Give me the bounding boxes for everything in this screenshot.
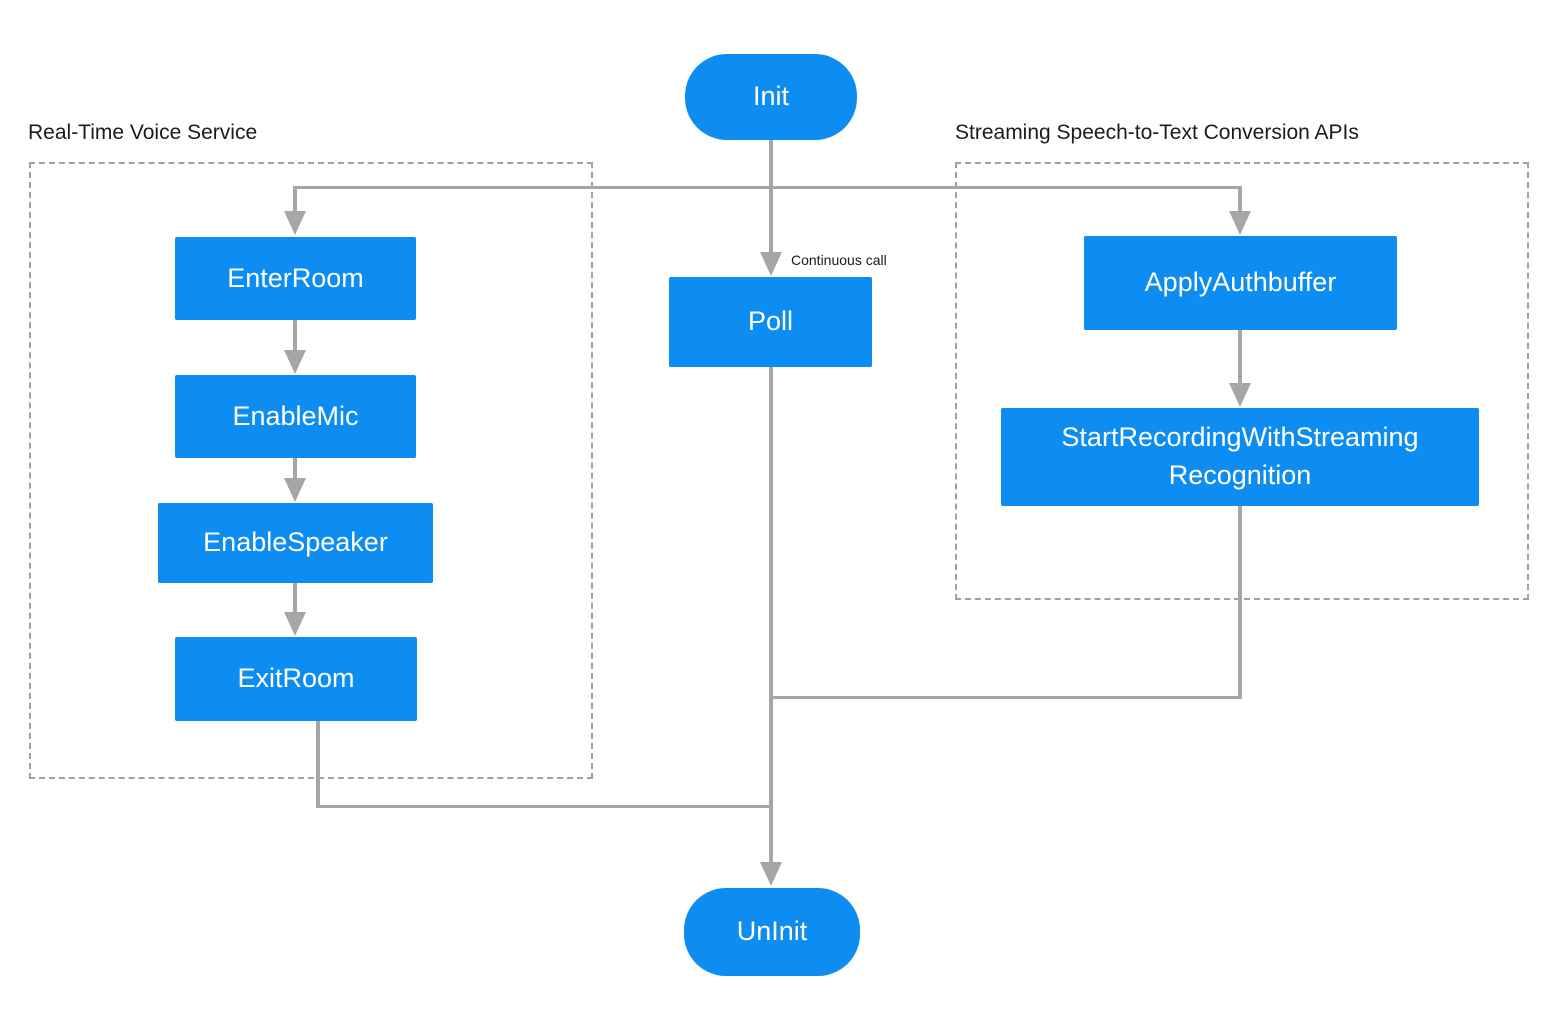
connector-enablespeaker-to-exitroom	[293, 583, 297, 614]
arrowhead-into-enterroom	[284, 211, 306, 235]
node-init: Init	[685, 54, 857, 140]
node-poll: Poll	[669, 277, 872, 367]
node-startrecording-line1: StartRecordingWithStreaming	[1061, 422, 1419, 453]
connector-exitroom-return-horizontal	[316, 804, 773, 808]
arrowhead-into-enablemic	[284, 350, 306, 374]
arrowhead-into-poll	[760, 252, 782, 276]
node-enablespeaker: EnableSpeaker	[158, 503, 433, 583]
arrowhead-into-exitroom	[284, 612, 306, 636]
arrowhead-into-startrecording	[1229, 383, 1251, 407]
node-startrecording-line2: Recognition	[1168, 460, 1312, 490]
connector-exitroom-return-vertical	[316, 721, 320, 808]
arrowhead-into-uninit	[760, 862, 782, 886]
connector-branch-to-enterroom	[293, 186, 297, 214]
connector-poll-to-uninit	[769, 367, 773, 862]
group-label-voice-service: Real-Time Voice Service	[28, 121, 258, 144]
connector-startrecording-return-horizontal	[771, 695, 1241, 699]
group-label-speech-apis: Streaming Speech-to-Text Conversion APIs	[955, 121, 1359, 144]
connector-enterroom-to-enablemic	[293, 320, 297, 352]
node-enablemic: EnableMic	[175, 375, 416, 458]
arrowhead-into-applyauthbuffer	[1229, 211, 1251, 235]
connector-init-to-poll	[769, 140, 773, 254]
connector-applyauthbuffer-to-startrecording	[1238, 330, 1242, 384]
node-enterroom: EnterRoom	[175, 237, 416, 320]
connector-branch-horizontal	[295, 185, 1241, 189]
group-voice-service-container	[29, 162, 593, 779]
node-startrecording: StartRecordingWithStreaming Recognition	[1001, 408, 1479, 506]
node-uninit: UnInit	[684, 888, 860, 976]
node-applyauthbuffer: ApplyAuthbuffer	[1084, 236, 1397, 330]
arrowhead-into-enablespeaker	[284, 478, 306, 502]
connector-branch-to-applyauthbuffer	[1238, 186, 1242, 214]
continuous-call-label: Continuous call	[791, 252, 887, 268]
node-exitroom: ExitRoom	[175, 637, 417, 721]
connector-enablemic-to-enablespeaker	[293, 458, 297, 480]
connector-startrecording-return-vertical	[1238, 506, 1242, 699]
group-speech-apis-container	[955, 162, 1529, 600]
